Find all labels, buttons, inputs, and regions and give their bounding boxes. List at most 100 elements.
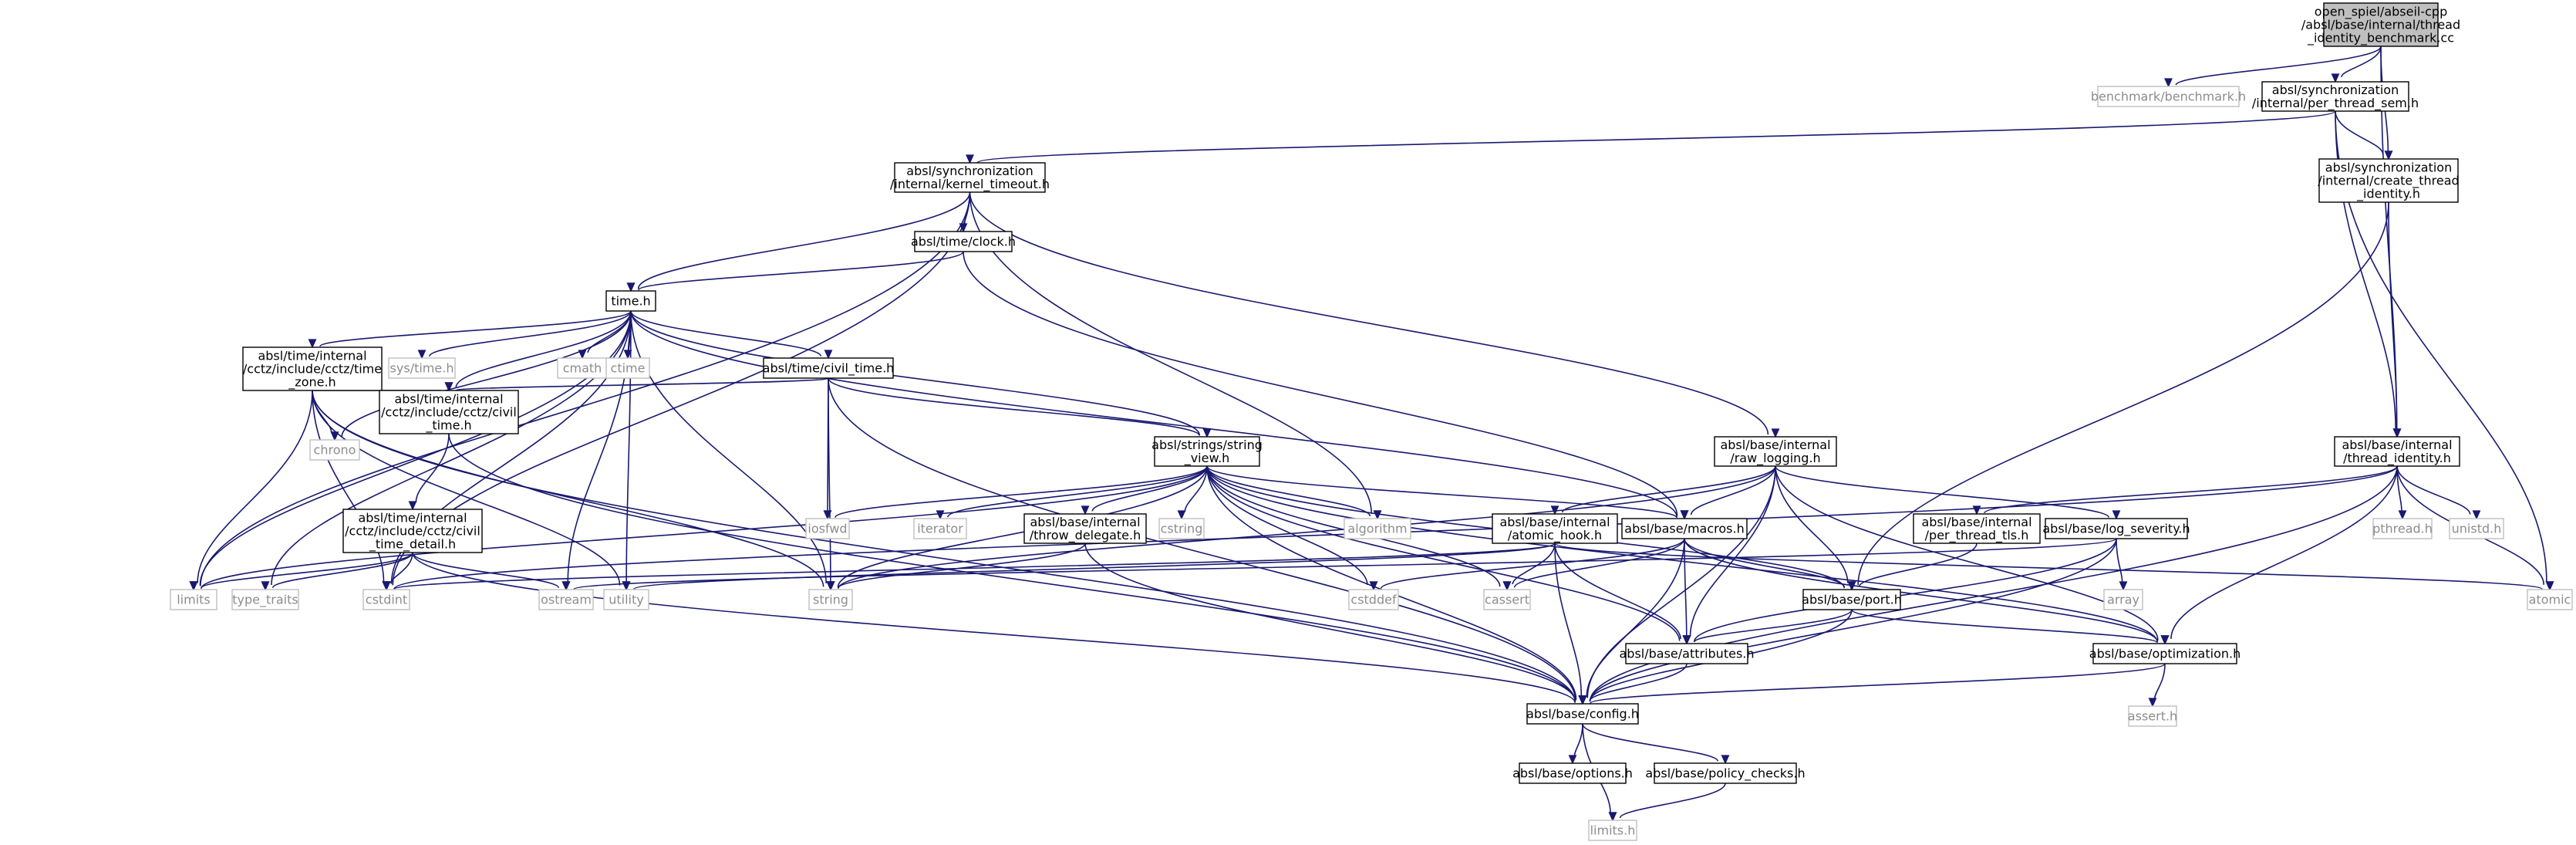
node-label: /absl/base/internal/thread bbox=[2301, 18, 2460, 32]
dependency-edge bbox=[1554, 542, 2554, 591]
node-label: iosfwd bbox=[808, 522, 847, 536]
node-label: /atomic_hook.h bbox=[1508, 528, 1602, 543]
node-pthread[interactable]: pthread.h bbox=[2372, 518, 2433, 539]
node-macros[interactable]: absl/base/macros.h bbox=[1621, 518, 1748, 539]
node-label: absl/base/internal bbox=[2342, 438, 2452, 452]
node-label: /thread_identity.h bbox=[2343, 451, 2451, 466]
node-label: absl/time/internal bbox=[358, 511, 467, 526]
node-atomic[interactable]: atomic bbox=[2527, 589, 2573, 610]
node-cctz-civil-time[interactable]: absl/time/internal/cctz/include/cctz/civ… bbox=[379, 390, 519, 434]
dependency-edges bbox=[189, 46, 2554, 822]
node-civil-time-h[interactable]: absl/time/civil_time.h bbox=[763, 357, 895, 379]
node-per-thread-sem[interactable]: absl/synchronization/internal/per_thread… bbox=[2252, 81, 2419, 112]
dependency-edge bbox=[189, 465, 1208, 591]
node-label: absl/base/internal bbox=[1499, 515, 1610, 529]
node-string-view[interactable]: absl/strings/string_view.h bbox=[1151, 436, 1263, 467]
node-label: chrono bbox=[314, 443, 356, 458]
node-label: limits.h bbox=[1590, 823, 1636, 838]
node-cstdint[interactable]: cstdint bbox=[362, 589, 410, 610]
dependency-edge bbox=[828, 377, 1587, 705]
node-label: absl/base/internal bbox=[1720, 438, 1830, 452]
node-label: _time_detail.h bbox=[369, 537, 456, 553]
node-label: array bbox=[2107, 593, 2139, 607]
node-label: benchmark/benchmark.h bbox=[2091, 90, 2246, 104]
node-label: sys/time.h bbox=[390, 361, 454, 376]
node-label: _time.h bbox=[425, 418, 471, 434]
dependency-edge bbox=[630, 310, 833, 360]
dependency-edge bbox=[417, 310, 632, 360]
node-ctime[interactable]: ctime bbox=[605, 357, 650, 379]
node-label: time.h bbox=[611, 294, 650, 309]
node-label: absl/base/internal bbox=[1030, 515, 1140, 529]
node-label: _identity.h bbox=[2356, 187, 2420, 202]
node-label: cstdint bbox=[366, 593, 407, 607]
node-kernel-timeout[interactable]: absl/synchronization/internal/kernel_tim… bbox=[890, 162, 1050, 193]
node-policy-checks[interactable]: absl/base/policy_checks.h bbox=[1645, 762, 1806, 784]
node-cstring[interactable]: cstring bbox=[1158, 518, 1205, 539]
node-ostream[interactable]: ostream bbox=[538, 589, 594, 610]
node-algorithm[interactable]: algorithm bbox=[1344, 518, 1411, 539]
dependency-edge bbox=[969, 191, 1780, 438]
node-assert-h[interactable]: assert.h bbox=[2128, 705, 2177, 727]
node-label: absl/time/civil_time.h bbox=[763, 361, 895, 377]
node-label: absl/base/port.h bbox=[1802, 593, 1902, 607]
node-label: open_spiel/abseil-cpp bbox=[2315, 5, 2447, 20]
node-label: /raw_logging.h bbox=[1730, 451, 1820, 466]
node-cassert[interactable]: cassert bbox=[1483, 589, 1531, 610]
node-cstddef[interactable]: cstddef bbox=[1348, 589, 1399, 610]
dependency-edge bbox=[630, 310, 1212, 438]
node-utility[interactable]: utility bbox=[603, 589, 649, 610]
node-limits[interactable]: limits bbox=[170, 589, 217, 610]
node-iterator[interactable]: iterator bbox=[913, 518, 967, 539]
node-label: type_traits bbox=[232, 593, 298, 608]
dependency-edge bbox=[1554, 542, 1587, 705]
node-label: /throw_delegate.h bbox=[1030, 528, 1141, 543]
node-label: /internal/create_thread bbox=[2318, 174, 2459, 189]
node-create-thread-identity[interactable]: absl/synchronization/internal/create_thr… bbox=[2318, 158, 2460, 203]
node-attributes[interactable]: absl/base/attributes.h bbox=[1619, 643, 1755, 664]
node-cmath[interactable]: cmath bbox=[557, 357, 608, 379]
node-thread-identity[interactable]: absl/base/internal/thread_identity.h bbox=[2334, 436, 2460, 467]
node-label: limits bbox=[177, 593, 211, 607]
node-label: absl/base/config.h bbox=[1526, 707, 1639, 722]
node-label: absl/base/internal bbox=[1921, 515, 2031, 529]
node-atomic-hook[interactable]: absl/base/internal/atomic_hook.h bbox=[1492, 513, 1618, 544]
node-benchmark[interactable]: benchmark/benchmark.h bbox=[2091, 86, 2246, 107]
node-label: iterator bbox=[917, 522, 963, 536]
node-unistd[interactable]: unistd.h bbox=[2449, 518, 2504, 539]
node-time-zone[interactable]: absl/time/internal/cctz/include/cctz/tim… bbox=[242, 346, 383, 391]
node-chrono[interactable]: chrono bbox=[309, 439, 360, 461]
dependency-edge bbox=[2335, 110, 2393, 161]
node-label: absl/synchronization bbox=[2325, 161, 2452, 175]
node-type-traits[interactable]: type_traits bbox=[231, 589, 299, 610]
dependency-edge bbox=[1578, 465, 2398, 705]
node-civil-time-detail[interactable]: absl/time/internal/cctz/include/cctz/civ… bbox=[342, 509, 483, 553]
dependency-edge bbox=[626, 251, 964, 292]
node-label: /per_thread_tls.h bbox=[1925, 528, 2029, 543]
dependency-edge bbox=[2116, 538, 2128, 591]
dependency-edge bbox=[189, 390, 313, 591]
node-throw-delegate[interactable]: absl/base/internal/throw_delegate.h bbox=[1023, 513, 1147, 544]
dependency-edge bbox=[823, 465, 1208, 520]
node-raw-logging[interactable]: absl/base/internal/raw_logging.h bbox=[1714, 436, 1837, 467]
node-config[interactable]: absl/base/config.h bbox=[1526, 703, 1639, 725]
node-sys-time[interactable]: sys/time.h bbox=[388, 357, 456, 379]
dependency-edge bbox=[1582, 723, 1730, 765]
node-label: assert.h bbox=[2128, 709, 2177, 724]
node-string[interactable]: string bbox=[808, 589, 853, 610]
node-time[interactable]: time.h bbox=[605, 290, 656, 312]
node-clock[interactable]: absl/time/clock.h bbox=[911, 231, 1016, 252]
node-limits-h[interactable]: limits.h bbox=[1588, 820, 1637, 841]
node-log-severity[interactable]: absl/base/log_severity.h bbox=[2042, 518, 2190, 539]
node-root[interactable]: open_spiel/abseil-cpp/absl/base/internal… bbox=[2301, 2, 2460, 47]
node-iosfwd[interactable]: iosfwd bbox=[805, 518, 850, 539]
node-label: cstddef bbox=[1350, 593, 1397, 607]
dependency-edge bbox=[1972, 465, 2398, 515]
dependency-edge bbox=[1578, 663, 2166, 705]
node-optimization[interactable]: absl/base/optimization.h bbox=[2089, 643, 2241, 664]
node-options[interactable]: absl/base/options.h bbox=[1512, 762, 1633, 784]
node-array[interactable]: array bbox=[2103, 589, 2143, 610]
node-port[interactable]: absl/base/port.h bbox=[1802, 589, 1902, 610]
node-per-thread-tls[interactable]: absl/base/internal/per_thread_tls.h bbox=[1913, 513, 2041, 544]
